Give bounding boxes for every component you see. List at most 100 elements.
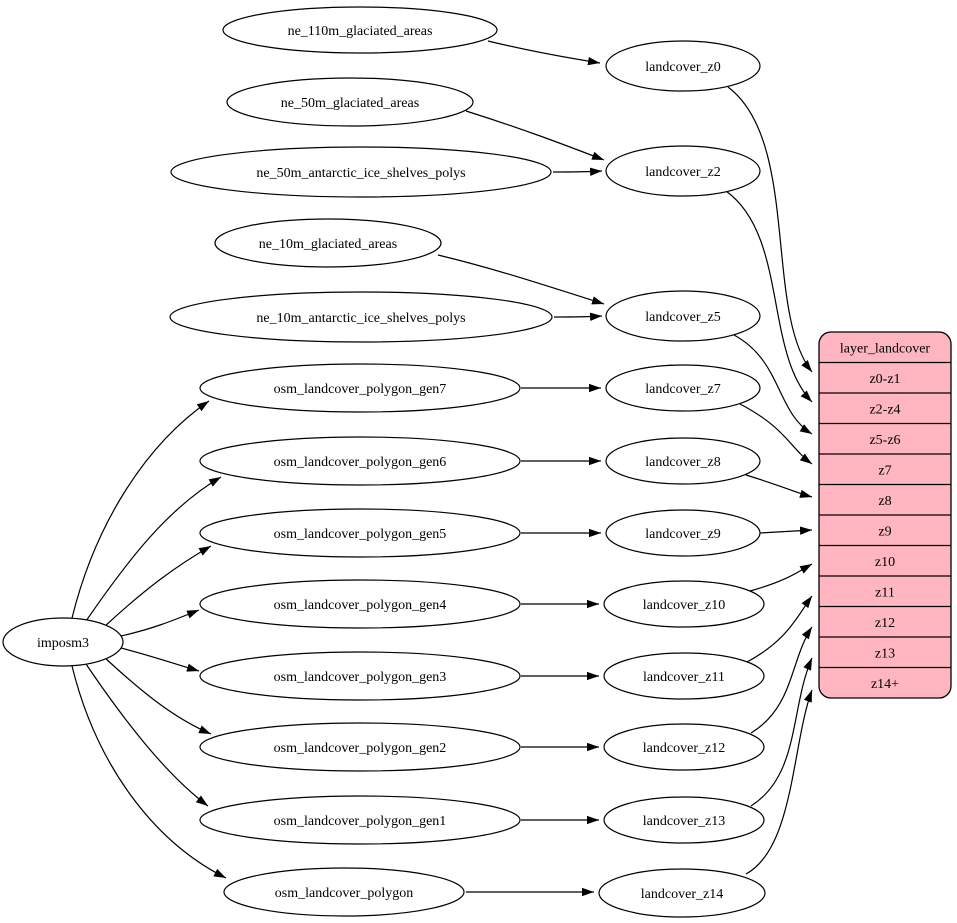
node-landcover_z10: landcover_z10 — [603, 580, 765, 628]
node-label-landcover_z12: landcover_z12 — [643, 741, 725, 756]
table-row-label-z12: z12 — [875, 616, 895, 631]
node-ne_110m_glaciated_areas: ne_110m_glaciated_areas — [222, 6, 498, 54]
table-row-label-z2-z4: z2-z4 — [869, 402, 900, 417]
node-label-ne_50m_antarctic_ice_shelves_polys: ne_50m_antarctic_ice_shelves_polys — [256, 166, 465, 181]
node-ne_50m_glaciated_areas: ne_50m_glaciated_areas — [226, 77, 474, 127]
node-ellipse-osm_landcover_polygon_gen7 — [199, 363, 521, 413]
edge-imposm3-to-osm_landcover_polygon_gen3 — [120, 647, 200, 672]
edge-ne_50m_antarctic_ice_shelves_polys-to-landcover_z2 — [552, 167, 603, 176]
edge-landcover_z10-to-row-z10 — [749, 563, 813, 592]
edge-landcover_z13-to-row-z13 — [750, 657, 813, 807]
edge-imposm3-to-osm_landcover_polygon — [71, 665, 227, 879]
table-row-label-z10: z10 — [875, 555, 895, 570]
node-label-osm_landcover_polygon_gen2: osm_landcover_polygon_gen2 — [274, 741, 447, 756]
table-layer-landcover: layer_landcoverz0-z1z2-z4z5-z6z7z8z9z10z… — [818, 331, 952, 699]
node-ellipse-ne_10m_antarctic_ice_shelves_polys — [169, 291, 553, 343]
node-landcover_z5: landcover_z5 — [605, 290, 761, 342]
node-landcover_z13: landcover_z13 — [603, 796, 765, 844]
node-label-osm_landcover_polygon_gen1: osm_landcover_polygon_gen1 — [274, 814, 447, 829]
node-imposm3: imposm3 — [2, 617, 124, 667]
edge-landcover_z11-to-row-z11 — [746, 595, 813, 663]
node-label-landcover_z0: landcover_z0 — [645, 60, 720, 75]
node-osm_landcover_polygon_gen2: osm_landcover_polygon_gen2 — [199, 722, 521, 772]
edge-landcover_z5-to-row-z5-z6 — [733, 334, 813, 435]
node-ellipse-landcover_z11 — [603, 652, 765, 700]
node-ne_50m_antarctic_ice_shelves_polys: ne_50m_antarctic_ice_shelves_polys — [170, 146, 552, 198]
node-label-osm_landcover_polygon_gen5: osm_landcover_polygon_gen5 — [274, 527, 447, 542]
edge-landcover_z2-to-row-z2-z4 — [725, 190, 813, 403]
table-row-label-z8: z8 — [878, 494, 891, 509]
node-landcover_z8: landcover_z8 — [605, 437, 761, 485]
node-label-osm_landcover_polygon_gen4: osm_landcover_polygon_gen4 — [274, 598, 447, 613]
node-landcover_z11: landcover_z11 — [603, 652, 765, 700]
node-osm_landcover_polygon_gen6: osm_landcover_polygon_gen6 — [199, 436, 521, 486]
node-landcover_z9: landcover_z9 — [605, 509, 761, 557]
node-ellipse-osm_landcover_polygon_gen5 — [199, 508, 521, 558]
edge-ne_10m_glaciated_areas-to-landcover_z5 — [437, 254, 605, 305]
node-ellipse-landcover_z14 — [598, 868, 766, 918]
edge-imposm3-to-osm_landcover_polygon_gen6 — [85, 476, 222, 622]
edge-imposm3-to-osm_landcover_polygon_gen5 — [103, 545, 212, 628]
node-ellipse-ne_110m_glaciated_areas — [222, 6, 498, 54]
node-label-ne_10m_glaciated_areas: ne_10m_glaciated_areas — [259, 237, 397, 252]
table-row-label-z7: z7 — [878, 463, 891, 478]
node-label-osm_landcover_polygon_gen6: osm_landcover_polygon_gen6 — [274, 455, 447, 470]
node-ellipse-landcover_z5 — [605, 290, 761, 342]
edge-imposm3-to-osm_landcover_polygon_gen4 — [120, 609, 200, 637]
node-label-ne_10m_antarctic_ice_shelves_polys: ne_10m_antarctic_ice_shelves_polys — [256, 311, 465, 326]
node-label-ne_110m_glaciated_areas: ne_110m_glaciated_areas — [288, 24, 433, 39]
table-row-label-z13: z13 — [875, 646, 895, 661]
node-ellipse-ne_10m_glaciated_areas — [214, 218, 442, 268]
node-ellipse-imposm3 — [2, 617, 124, 667]
node-osm_landcover_polygon_gen1: osm_landcover_polygon_gen1 — [199, 795, 521, 845]
node-ellipse-landcover_z13 — [603, 796, 765, 844]
edge-ne_50m_glaciated_areas-to-landcover_z2 — [465, 110, 605, 161]
node-landcover_z2: landcover_z2 — [605, 145, 761, 197]
node-ellipse-landcover_z8 — [605, 437, 761, 485]
node-ellipse-ne_50m_antarctic_ice_shelves_polys — [170, 146, 552, 198]
node-osm_landcover_polygon: osm_landcover_polygon — [223, 867, 465, 917]
table-row-label-z5-z6: z5-z6 — [869, 433, 900, 448]
edge-landcover_z0-to-row-z0-z1 — [727, 86, 813, 373]
node-label-osm_landcover_polygon_gen3: osm_landcover_polygon_gen3 — [274, 670, 447, 685]
edge-landcover_z14-to-row-z14+ — [745, 689, 813, 875]
edge-landcover_z8-to-row-z8 — [745, 474, 813, 498]
edge-ne_10m_antarctic_ice_shelves_polys-to-landcover_z5 — [553, 312, 603, 321]
node-ne_10m_antarctic_ice_shelves_polys: ne_10m_antarctic_ice_shelves_polys — [169, 291, 553, 343]
node-osm_landcover_polygon_gen7: osm_landcover_polygon_gen7 — [199, 363, 521, 413]
edge-landcover_z12-to-row-z12 — [750, 626, 813, 734]
node-ellipse-landcover_z12 — [603, 723, 765, 771]
node-ellipse-landcover_z0 — [605, 40, 761, 92]
node-osm_landcover_polygon_gen4: osm_landcover_polygon_gen4 — [199, 579, 521, 629]
node-label-osm_landcover_polygon_gen7: osm_landcover_polygon_gen7 — [274, 382, 447, 397]
node-label-landcover_z10: landcover_z10 — [643, 598, 725, 613]
node-osm_landcover_polygon_gen3: osm_landcover_polygon_gen3 — [199, 651, 521, 701]
node-label-osm_landcover_polygon: osm_landcover_polygon — [275, 886, 413, 901]
node-ellipse-osm_landcover_polygon_gen4 — [199, 579, 521, 629]
node-osm_landcover_polygon_gen5: osm_landcover_polygon_gen5 — [199, 508, 521, 558]
node-label-landcover_z9: landcover_z9 — [645, 527, 720, 542]
node-ellipse-osm_landcover_polygon_gen6 — [199, 436, 521, 486]
node-ellipse-landcover_z9 — [605, 509, 761, 557]
node-label-landcover_z13: landcover_z13 — [643, 814, 725, 829]
node-landcover_z7: landcover_z7 — [605, 364, 761, 412]
edge-imposm3-to-osm_landcover_polygon_gen2 — [103, 656, 212, 735]
node-label-landcover_z8: landcover_z8 — [645, 455, 720, 470]
node-landcover_z0: landcover_z0 — [605, 40, 761, 92]
node-ellipse-osm_landcover_polygon_gen1 — [199, 795, 521, 845]
node-label-imposm3: imposm3 — [37, 636, 89, 651]
edge-imposm3-to-osm_landcover_polygon_gen7 — [71, 400, 210, 619]
edge-imposm3-to-osm_landcover_polygon_gen1 — [85, 663, 209, 807]
edge-landcover_z7-to-row-z7 — [739, 403, 813, 465]
node-label-ne_50m_glaciated_areas: ne_50m_glaciated_areas — [281, 96, 419, 111]
table-row-label-z9: z9 — [878, 524, 891, 539]
edge-ne_110m_glaciated_areas-to-landcover_z0 — [487, 40, 601, 66]
node-label-landcover_z14: landcover_z14 — [641, 887, 723, 902]
node-label-landcover_z11: landcover_z11 — [643, 670, 725, 685]
node-ellipse-landcover_z10 — [603, 580, 765, 628]
node-ellipse-osm_landcover_polygon_gen3 — [199, 651, 521, 701]
node-ellipse-osm_landcover_polygon_gen2 — [199, 722, 521, 772]
node-ellipse-landcover_z2 — [605, 145, 761, 197]
